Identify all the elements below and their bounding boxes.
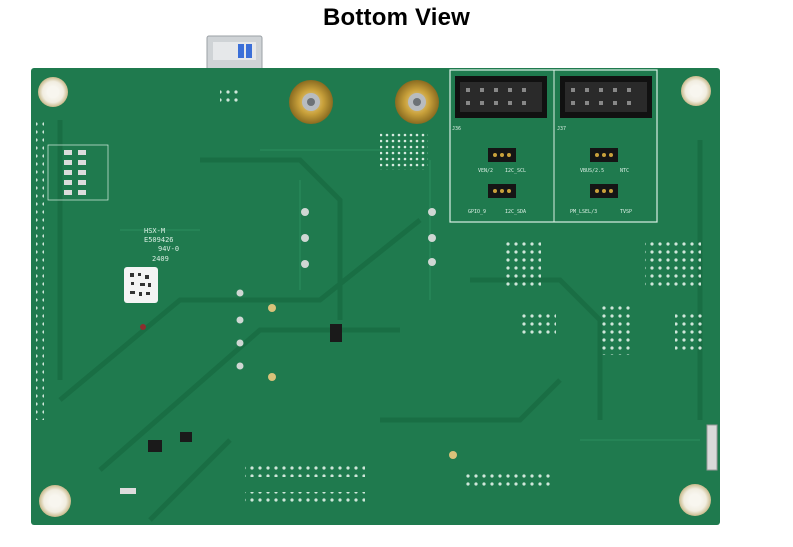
header-label: J36 [452, 126, 461, 132]
via-field [245, 492, 365, 504]
through-hole-pads [236, 208, 436, 370]
jumper-label: VEN/2 [478, 168, 493, 174]
jumper-label: NTC [620, 168, 629, 174]
pcb-board [31, 68, 720, 525]
header-label: J37 [557, 126, 566, 132]
board-marking-rating: 94V-0 [158, 245, 179, 253]
via-field [505, 240, 541, 290]
via-field [645, 238, 701, 290]
jumper-label: I2C_SDA [505, 209, 526, 215]
test-point [268, 373, 276, 381]
mounting-hole [38, 77, 68, 107]
board-marking-ul: E509426 [144, 236, 174, 244]
jumper-header [590, 148, 618, 162]
ic-chip [330, 324, 342, 342]
page-title: Bottom View [322, 4, 471, 31]
via-field [245, 465, 365, 477]
ic-chip [120, 488, 136, 494]
mounting-hole [681, 76, 711, 106]
resistor-array [47, 144, 109, 201]
ic-chip [148, 440, 162, 452]
jumper-label: I2C_SCL [505, 168, 526, 174]
jumper-header [590, 184, 618, 198]
mounting-hole [679, 484, 711, 516]
via-field [520, 312, 556, 336]
jumper-header [488, 148, 516, 162]
edge-connector [706, 424, 718, 471]
ic-chip [180, 432, 192, 442]
via-field [380, 132, 428, 170]
test-point [140, 324, 146, 330]
usb-connector [206, 35, 263, 75]
via-field [675, 310, 703, 350]
board-marking-hsx: HSX-M [144, 227, 165, 235]
test-point [449, 451, 457, 459]
gold-standoff [289, 80, 333, 124]
jumper-label: GPIO_9 [468, 209, 486, 215]
jumper-header [488, 184, 516, 198]
via-field [220, 88, 242, 104]
jumper-label: TVSP [620, 209, 632, 215]
jumper-label: PM_LSEL/3 [570, 209, 597, 215]
via-field [36, 120, 44, 420]
test-point [268, 304, 276, 312]
jumper-label: VBUS/2.5 [580, 168, 604, 174]
via-field [600, 305, 630, 355]
qr-label [124, 267, 158, 303]
mounting-hole [39, 485, 71, 517]
pin-header-j37 [560, 76, 652, 118]
via-field [465, 470, 550, 490]
board-marking-date: 2409 [152, 255, 169, 263]
gold-standoff [395, 80, 439, 124]
pin-header-j36 [455, 76, 547, 118]
